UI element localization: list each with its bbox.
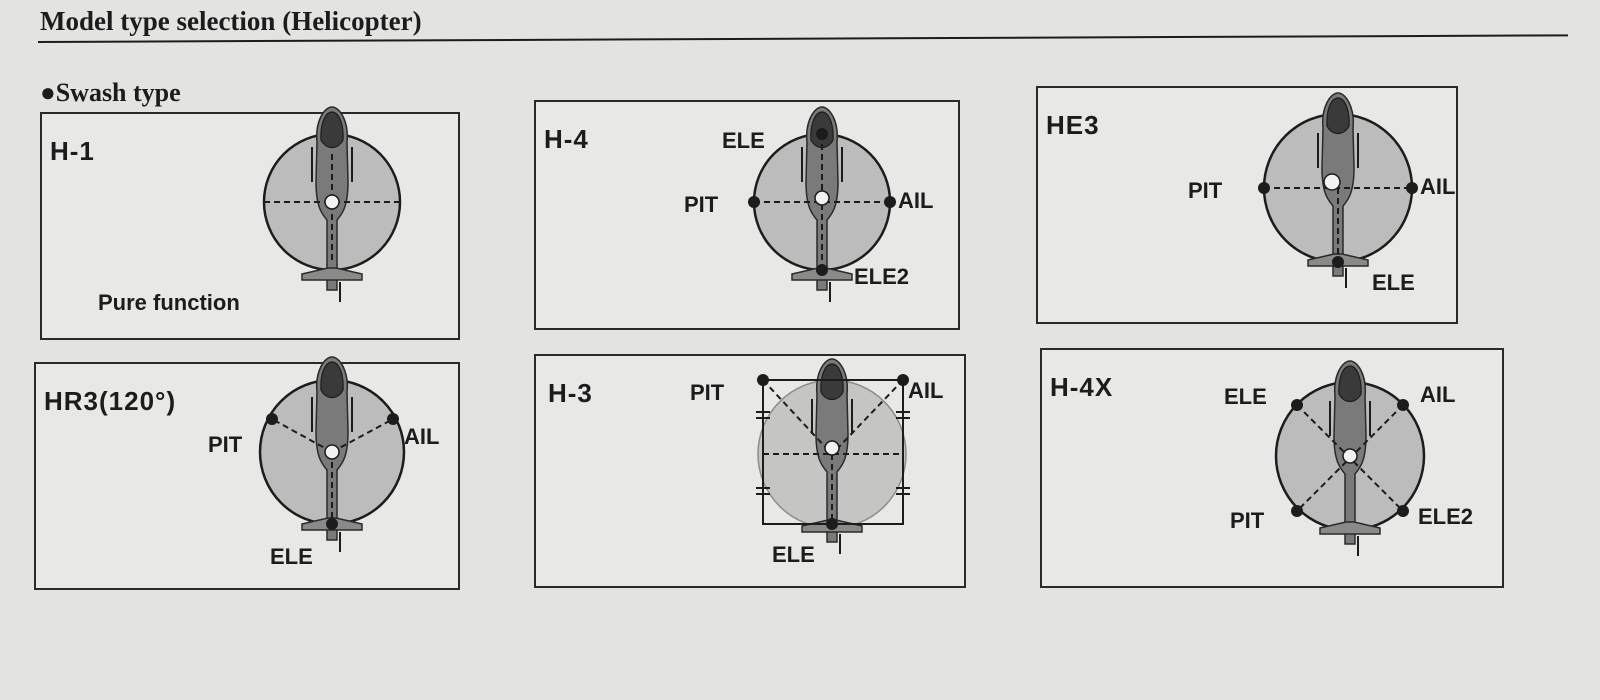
h1-pure-function-label: Pure function	[98, 290, 240, 315]
section-heading-swash-type: ●Swash type	[40, 78, 181, 107]
servo-point-ail	[884, 196, 896, 208]
rotor-hub	[814, 190, 830, 206]
he3-pit-label: PIT	[1188, 178, 1223, 203]
h4-ele2-label: ELE2	[854, 264, 909, 289]
panel-h1-name: H-1	[50, 136, 95, 166]
servo-point-ele2	[1397, 505, 1409, 517]
servo-point-ele	[326, 518, 338, 530]
rotor-hub	[324, 444, 340, 460]
h4-swash-diagram: ELE PIT AIL ELE2	[684, 106, 933, 303]
he3-swash-diagram: PIT AIL ELE	[1188, 92, 1455, 295]
servo-point-pit	[1291, 505, 1303, 517]
servo-point-ail	[1406, 182, 1418, 194]
servo-point-ele2	[816, 264, 828, 276]
he3-ail-label: AIL	[1420, 174, 1455, 199]
h4x-pit-label: PIT	[1230, 508, 1265, 533]
h4x-ele-label: ELE	[1224, 384, 1267, 409]
h4-pit-label: PIT	[684, 192, 719, 217]
rotor-hub	[1323, 173, 1341, 191]
hr3-ail-label: AIL	[404, 424, 439, 449]
servo-point-pit	[748, 196, 760, 208]
panel-h4: H-4 ELE PIT AIL ELE2	[534, 100, 960, 330]
panel-hr3-name: HR3(120°)	[44, 386, 177, 416]
rotor-hub	[324, 194, 340, 210]
panel-he3: HE3 PIT AIL ELE	[1036, 86, 1458, 324]
swash-link-ail	[835, 379, 904, 451]
panel-he3-name: HE3	[1046, 110, 1100, 140]
servo-point-ele	[1291, 399, 1303, 411]
he3-ele-label: ELE	[1372, 270, 1415, 295]
hr3-pit-label: PIT	[208, 432, 243, 457]
page-title: Model type selection (Helicopter)	[40, 6, 422, 36]
panel-h3-name: H-3	[548, 378, 593, 408]
h4x-swash-diagram: ELE AIL PIT ELE2	[1224, 360, 1473, 557]
hr3-ele-label: ELE	[270, 544, 313, 569]
servo-point-ele	[1332, 256, 1344, 268]
h4x-ele2-label: ELE2	[1418, 504, 1473, 529]
h4x-ail-label: AIL	[1420, 382, 1455, 407]
h1-swash-diagram: Pure function	[98, 106, 402, 315]
hr3-swash-diagram: PIT AIL ELE	[208, 356, 439, 569]
panel-h4-name: H-4	[544, 124, 589, 154]
h3-swash-diagram: PIT AIL ELE	[690, 358, 943, 567]
servo-point-ail	[1397, 399, 1409, 411]
servo-point-ele	[826, 518, 838, 530]
panel-h3: H-3 PIT AIL ELE	[534, 354, 966, 588]
servo-point-pit	[266, 413, 278, 425]
servo-point-ail	[897, 374, 909, 386]
panel-hr3: HR3(120°) PIT AIL ELE	[34, 356, 460, 590]
swash-link-ail	[331, 418, 394, 453]
swash-link-pit	[271, 418, 333, 453]
servo-point-ail	[387, 413, 399, 425]
panel-h4x: H-4X ELE AIL PIT ELE2	[1040, 348, 1504, 588]
rotor-hub	[1342, 448, 1358, 464]
panel-h1: H-1 Pure function	[40, 106, 460, 340]
h3-ele-label: ELE	[772, 542, 815, 567]
rotor-hub	[824, 440, 840, 456]
panel-h4x-name: H-4X	[1050, 372, 1114, 402]
h3-pit-label: PIT	[690, 380, 725, 405]
servo-point-pit	[1258, 182, 1270, 194]
h4-ail-label: AIL	[898, 188, 933, 213]
swash-link-pit	[762, 379, 829, 451]
servo-point-ele	[816, 128, 828, 140]
h3-ail-label: AIL	[908, 378, 943, 403]
servo-point-pit	[757, 374, 769, 386]
h4-ele-label: ELE	[722, 128, 765, 153]
